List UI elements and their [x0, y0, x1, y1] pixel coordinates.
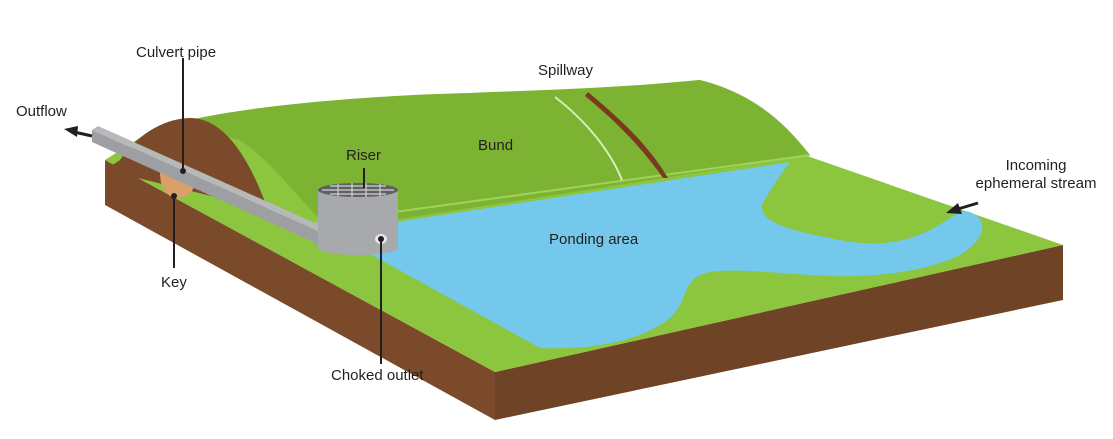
- outflow-arrow: [64, 126, 93, 138]
- outflow-label: Outflow: [16, 103, 67, 120]
- culvert-pipe: [92, 130, 320, 245]
- spillway-channel: [554, 96, 623, 181]
- choked-outlet-dot: [378, 236, 384, 242]
- culvert-pipe-label: Culvert pipe: [136, 44, 217, 61]
- key-dot: [171, 193, 177, 199]
- riser-bottom: [318, 241, 398, 255]
- key-label: Key: [161, 274, 187, 291]
- soil-right-face: [495, 245, 1063, 420]
- culvert-pipe-dot: [180, 168, 186, 174]
- incoming-stream-arrow: [946, 201, 979, 214]
- incoming-label-line2: ephemeral stream: [975, 175, 1097, 192]
- incoming-stream-label: Incoming ephemeral stream: [966, 157, 1106, 193]
- culvert-pipe-top: [92, 126, 326, 232]
- riser-grate-grid: [322, 183, 394, 197]
- incoming-label-line1: Incoming: [1005, 157, 1067, 174]
- soil-front-face: [105, 160, 495, 420]
- bund-label: Bund: [478, 137, 514, 154]
- riser-label: Riser: [346, 147, 382, 164]
- choked-outlet-label: Choked outlet: [331, 367, 424, 384]
- spillway-label: Spillway: [538, 62, 594, 79]
- spillway-crack: [585, 92, 668, 178]
- ponding-area-label: Ponding area: [549, 231, 639, 248]
- ponding-water: [330, 162, 983, 349]
